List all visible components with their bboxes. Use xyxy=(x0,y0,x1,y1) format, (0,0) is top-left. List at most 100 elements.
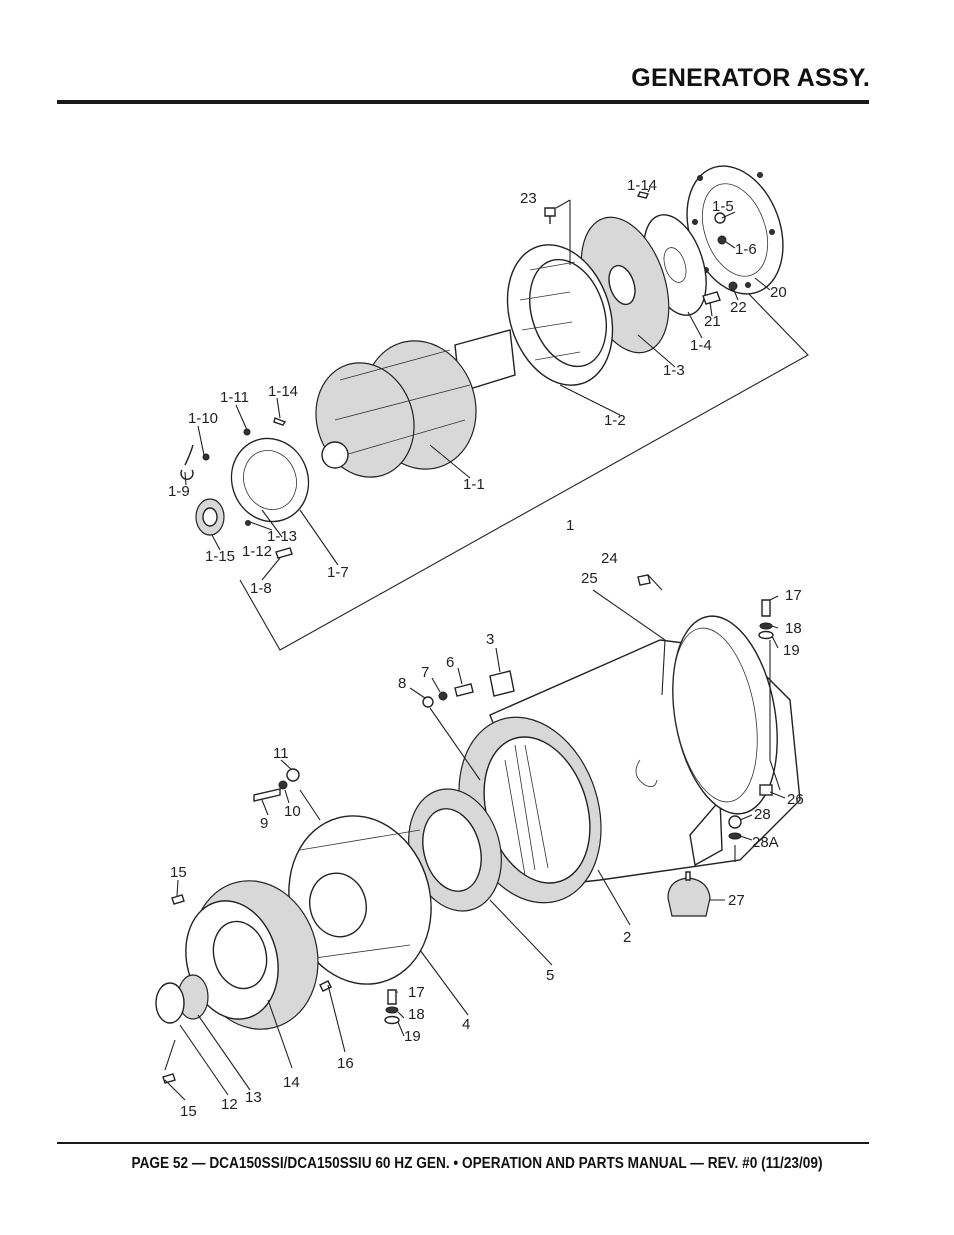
leader-23 xyxy=(555,199,571,265)
leader-17-18-19-upper xyxy=(769,595,781,791)
screw-15-upper xyxy=(171,894,185,905)
callout-18-lower: 18 xyxy=(408,1006,425,1023)
leader-1-11-1-10-1-9 xyxy=(184,404,248,486)
key-1-14-upper xyxy=(636,191,650,199)
callout-1-3: 1-3 xyxy=(663,362,685,379)
header-rule xyxy=(57,100,869,104)
callout-11: 11 xyxy=(273,745,289,762)
callout-19-upper: 19 xyxy=(783,642,800,659)
callout-1-11: 1-11 xyxy=(220,389,249,406)
washer-19-lower xyxy=(384,1015,400,1025)
rectifier-plate-1-7 xyxy=(230,437,310,523)
callout-1-8: 1-8 xyxy=(250,580,272,597)
callout-12: 12 xyxy=(221,1096,238,1113)
callout-1-14-upper: 1-14 xyxy=(627,177,657,194)
callout-18-upper: 18 xyxy=(785,620,802,637)
leader-16-12-15 xyxy=(164,984,346,1101)
page-footer: PAGE 52 — DCA150SSI/DCA150SSIU 60 HZ GEN… xyxy=(131,1155,823,1172)
callout-14: 14 xyxy=(283,1074,300,1091)
callout-1-13: 1-13 xyxy=(267,528,297,545)
bolt-23 xyxy=(544,207,556,224)
callout-1-9: 1-9 xyxy=(168,483,190,500)
screw-15-lower xyxy=(162,1073,176,1084)
cover-12 xyxy=(155,982,185,1024)
callout-15-lower: 15 xyxy=(180,1103,197,1120)
callout-3: 3 xyxy=(486,631,494,648)
leader-3-8 xyxy=(409,647,501,781)
washer-19-upper xyxy=(758,630,774,640)
footer-rule xyxy=(57,1142,869,1144)
callout-1-12: 1-12 xyxy=(242,543,272,560)
callout-16: 16 xyxy=(337,1055,354,1072)
washer-28A xyxy=(728,832,742,840)
leader-1-15-1-8-1-7 xyxy=(211,509,339,581)
callout-23: 23 xyxy=(520,190,537,207)
washer-18-lower xyxy=(385,1006,399,1014)
callout-1-7: 1-7 xyxy=(327,564,349,581)
callout-15-upper: 15 xyxy=(170,864,187,881)
end-bracket-4 xyxy=(288,815,432,985)
callout-1-14-lower: 1-14 xyxy=(268,383,298,400)
rotor-group: 23 1-14 1-5 1-6 20 22 21 1-4 1-3 1-2 1-1… xyxy=(168,165,809,651)
washer-11 xyxy=(286,768,300,782)
callout-1-6: 1-6 xyxy=(735,241,757,258)
washer-7 xyxy=(438,691,448,701)
callout-2: 2 xyxy=(623,929,631,946)
callout-22: 22 xyxy=(730,299,747,316)
callout-7: 7 xyxy=(421,664,429,681)
callout-27: 27 xyxy=(728,892,745,909)
callout-21: 21 xyxy=(704,313,721,330)
key-1-14 xyxy=(273,417,287,426)
callout-1: 1 xyxy=(566,517,574,534)
assembly-bracket-1 xyxy=(239,289,809,651)
washer-10 xyxy=(278,780,288,790)
callout-10: 10 xyxy=(284,803,301,820)
callout-26: 26 xyxy=(787,791,804,808)
washer-22 xyxy=(728,281,738,291)
callout-8: 8 xyxy=(398,675,406,692)
screw-1-12 xyxy=(245,520,251,526)
leader-1-5-1-6 xyxy=(721,211,736,249)
callout-4: 4 xyxy=(462,1016,470,1033)
end-ring-25 xyxy=(672,615,778,815)
mount-27 xyxy=(667,871,711,917)
leader-24-25 xyxy=(592,574,666,696)
lead-1-9 xyxy=(180,444,194,480)
bolt-17-lower xyxy=(387,989,397,1005)
callout-28: 28 xyxy=(754,806,771,823)
page-title: GENERATOR ASSY. xyxy=(631,64,870,92)
bolt-24 xyxy=(637,574,651,586)
callout-1-15: 1-15 xyxy=(205,548,235,565)
washer-1-6 xyxy=(717,235,727,245)
leader-15-17-18-19 xyxy=(176,879,405,1037)
callout-24: 24 xyxy=(601,550,618,567)
callout-1-1: 1-1 xyxy=(463,476,485,493)
bolt-9 xyxy=(253,788,281,802)
clip-16 xyxy=(319,980,332,992)
filter-3 xyxy=(489,670,515,697)
leader-26-28 xyxy=(734,791,786,862)
bolt-1-5 xyxy=(714,212,726,224)
callout-25: 25 xyxy=(581,570,598,587)
nut-28 xyxy=(728,815,742,829)
callout-6: 6 xyxy=(446,654,454,671)
callout-13: 13 xyxy=(245,1089,262,1106)
diode-1-8 xyxy=(275,547,293,559)
callout-19-lower: 19 xyxy=(404,1028,421,1045)
leader-27-2-5-4 xyxy=(419,869,725,1016)
bracket-26 xyxy=(759,784,773,796)
callout-1-4: 1-4 xyxy=(690,337,712,354)
callout-1-5: 1-5 xyxy=(712,198,734,215)
screw-1-10 xyxy=(202,453,210,461)
callout-5: 5 xyxy=(546,967,554,984)
fan-1-2 xyxy=(506,244,614,386)
bolt-21 xyxy=(702,291,721,305)
exciter-14 xyxy=(185,880,319,1030)
callout-17-upper: 17 xyxy=(785,587,802,604)
rotor-core-1-1 xyxy=(315,340,477,478)
leader-9-11 xyxy=(261,759,321,821)
leader-rotor xyxy=(429,311,703,479)
callout-9: 9 xyxy=(260,815,268,832)
callout-1-10: 1-10 xyxy=(188,410,218,427)
